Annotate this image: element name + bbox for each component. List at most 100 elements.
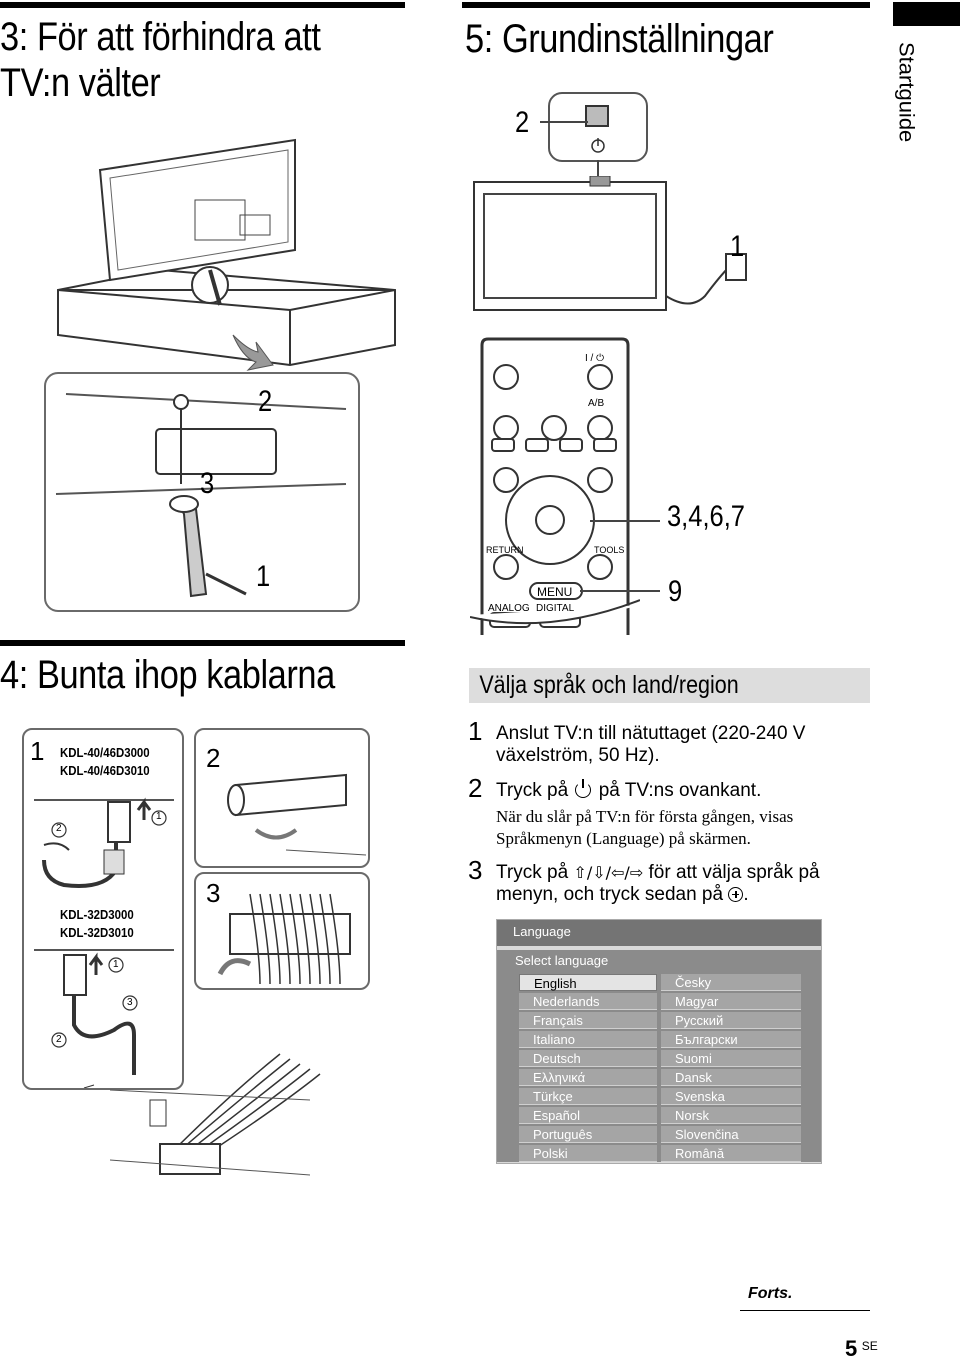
section-5-title: 5: Grundinställningar bbox=[465, 17, 774, 61]
lang-option-left-9[interactable]: Polski bbox=[519, 1145, 657, 1162]
tv-front-illustration bbox=[473, 176, 747, 311]
remote-control-illustration bbox=[470, 337, 640, 635]
step-2-text: Tryck på på TV:ns ovankant. bbox=[496, 779, 762, 802]
power-drop-line bbox=[597, 160, 599, 182]
page-number-suffix: SE bbox=[861, 1339, 878, 1353]
step-2-text-before: Tryck på bbox=[496, 780, 569, 801]
remote-menu-button[interactable]: MENU bbox=[537, 585, 573, 599]
stand-callout-1: 1 bbox=[256, 560, 271, 593]
enter-icon bbox=[728, 887, 744, 902]
power-button-detail bbox=[585, 105, 609, 153]
step-2-note-line1: När du slår på TV:n för första gången, v… bbox=[496, 807, 794, 826]
wall-detail-illustration bbox=[110, 1089, 310, 1176]
cable-bundle-illustration bbox=[159, 893, 351, 1175]
arrow-keys-icon: ⇧/⇩/⇦/⇨ bbox=[573, 863, 644, 882]
continued-rule bbox=[740, 1310, 870, 1311]
section-5-rule bbox=[462, 2, 870, 8]
continued-label: Forts. bbox=[748, 1285, 793, 1302]
model-top-2: KDL-40/46D3010 bbox=[60, 763, 150, 778]
step-3-text-before: Tryck på bbox=[496, 862, 569, 883]
step-2-note: När du slår på TV:n för första gången, v… bbox=[496, 806, 793, 850]
lang-option-left-4[interactable]: Deutsch bbox=[519, 1050, 657, 1067]
section-3-title-line1: 3: För att förhindra att bbox=[0, 15, 321, 59]
remote-digital-button[interactable]: DIGITAL bbox=[536, 603, 575, 614]
remote-power-label: I / ⏻ bbox=[585, 353, 605, 364]
remote-ab-label: A/B bbox=[588, 398, 605, 409]
cable-step1-box bbox=[22, 728, 184, 1090]
lang-option-right-4[interactable]: Suomi bbox=[661, 1050, 801, 1067]
lang-option-right-2[interactable]: Русский bbox=[661, 1012, 801, 1029]
subsection-title: Välja språk och land/region bbox=[479, 671, 739, 699]
side-tab-label: Startguide bbox=[894, 42, 919, 143]
cable-step2-number: 2 bbox=[206, 743, 221, 773]
lang-option-right-6[interactable]: Svenska bbox=[661, 1088, 801, 1105]
lang-option-left-0[interactable]: English bbox=[519, 974, 657, 991]
step-3-line2-after: . bbox=[743, 884, 749, 905]
step-2-text-after: på TV:ns ovankant. bbox=[598, 780, 762, 801]
lang-option-right-3[interactable]: Български bbox=[661, 1031, 801, 1048]
section-3-title: 3: För att förhindra att TV:n välter bbox=[0, 14, 321, 106]
language-menu: Language Select language English Nederla… bbox=[496, 919, 822, 1164]
model-bottom-2: KDL-32D3010 bbox=[60, 925, 134, 940]
cable-step2-illustration bbox=[227, 773, 367, 856]
lang-option-right-7[interactable]: Norsk bbox=[661, 1107, 801, 1124]
cable-step3-number: 3 bbox=[206, 878, 221, 908]
page-number-value: 5 bbox=[845, 1336, 858, 1360]
step-2-number: 2 bbox=[468, 773, 483, 803]
language-menu-body: English Nederlands Français Italiano Deu… bbox=[497, 972, 821, 1162]
step-1-line1: Anslut TV:n till nätuttaget (220-240 V bbox=[496, 723, 806, 744]
step-1-text: Anslut TV:n till nätuttaget (220-240 V v… bbox=[496, 723, 805, 767]
page-number: 5 SE bbox=[845, 1336, 878, 1360]
section-4-rule bbox=[0, 640, 405, 646]
side-tab-marker bbox=[893, 2, 960, 26]
lang-option-right-8[interactable]: Slovenčina bbox=[661, 1126, 801, 1143]
circ-2-a: 2 bbox=[56, 823, 62, 834]
circ-1-b: 1 bbox=[113, 959, 119, 970]
tv-callout-2: 2 bbox=[515, 106, 530, 139]
lang-option-left-1[interactable]: Nederlands bbox=[519, 993, 657, 1010]
power-callout-line bbox=[540, 121, 588, 123]
lang-option-right-0[interactable]: Česky bbox=[661, 974, 801, 991]
lang-option-left-3[interactable]: Italiano bbox=[519, 1031, 657, 1048]
circ-2-b: 2 bbox=[56, 1034, 62, 1045]
stand-detail-illustration bbox=[55, 393, 347, 598]
lang-option-right-5[interactable]: Dansk bbox=[661, 1069, 801, 1086]
stand-callout-3: 3 bbox=[200, 467, 215, 500]
model-bottom-1: KDL-32D3000 bbox=[60, 907, 134, 922]
remote-callout-3467: 3,4,6,7 bbox=[667, 500, 745, 533]
down-arrow-icon bbox=[232, 334, 274, 371]
lang-option-left-7[interactable]: Español bbox=[519, 1107, 657, 1124]
section-3-title-line2: TV:n välter bbox=[0, 61, 161, 105]
remote-return-button[interactable]: RETURN bbox=[486, 545, 524, 555]
circ-1-a: 1 bbox=[156, 811, 162, 822]
step-3-line2-before: menyn, och tryck sedan på bbox=[496, 884, 724, 905]
step-1-line2: växelström, 50 Hz). bbox=[496, 745, 660, 766]
remote-analog-button[interactable]: ANALOG bbox=[488, 603, 530, 614]
remote-callout-9: 9 bbox=[668, 575, 683, 608]
cable-step1-bottom-illustration bbox=[34, 949, 174, 1088]
callout-line-3467 bbox=[590, 520, 660, 522]
step-1-number: 1 bbox=[468, 716, 483, 746]
callout-line-9 bbox=[580, 590, 660, 592]
section-4-title: 4: Bunta ihop kablarna bbox=[0, 653, 335, 697]
step-3-text-mid: för att välja språk på bbox=[648, 862, 820, 883]
step-3-number: 3 bbox=[468, 855, 483, 885]
lang-option-left-5[interactable]: Ελληνικά bbox=[519, 1069, 657, 1086]
cable-models-top: KDL-40/46D3000 KDL-40/46D3010 bbox=[60, 744, 150, 780]
lang-option-left-6[interactable]: Türkçe bbox=[519, 1088, 657, 1105]
cable-models-bottom: KDL-32D3000 KDL-32D3010 bbox=[60, 906, 134, 942]
lang-option-left-8[interactable]: Português bbox=[519, 1126, 657, 1143]
cable-step1-number: 1 bbox=[30, 736, 45, 766]
tv-callout-1: 1 bbox=[730, 230, 745, 263]
lang-option-right-1[interactable]: Magyar bbox=[661, 993, 801, 1010]
remote-tools-button[interactable]: TOOLS bbox=[594, 545, 625, 555]
stand-callout-2: 2 bbox=[258, 385, 273, 418]
tv-stand-illustration bbox=[57, 138, 396, 367]
circ-3: 3 bbox=[127, 997, 133, 1008]
lang-option-right-9[interactable]: Română bbox=[661, 1145, 801, 1162]
step-3-text: Tryck på ⇧/⇩/⇦/⇨ för att välja språk på … bbox=[496, 862, 820, 906]
cable-step1-top-illustration bbox=[34, 797, 174, 888]
power-icon bbox=[575, 779, 592, 798]
subsection-header: Välja språk och land/region bbox=[469, 668, 870, 703]
lang-option-left-2[interactable]: Français bbox=[519, 1012, 657, 1029]
